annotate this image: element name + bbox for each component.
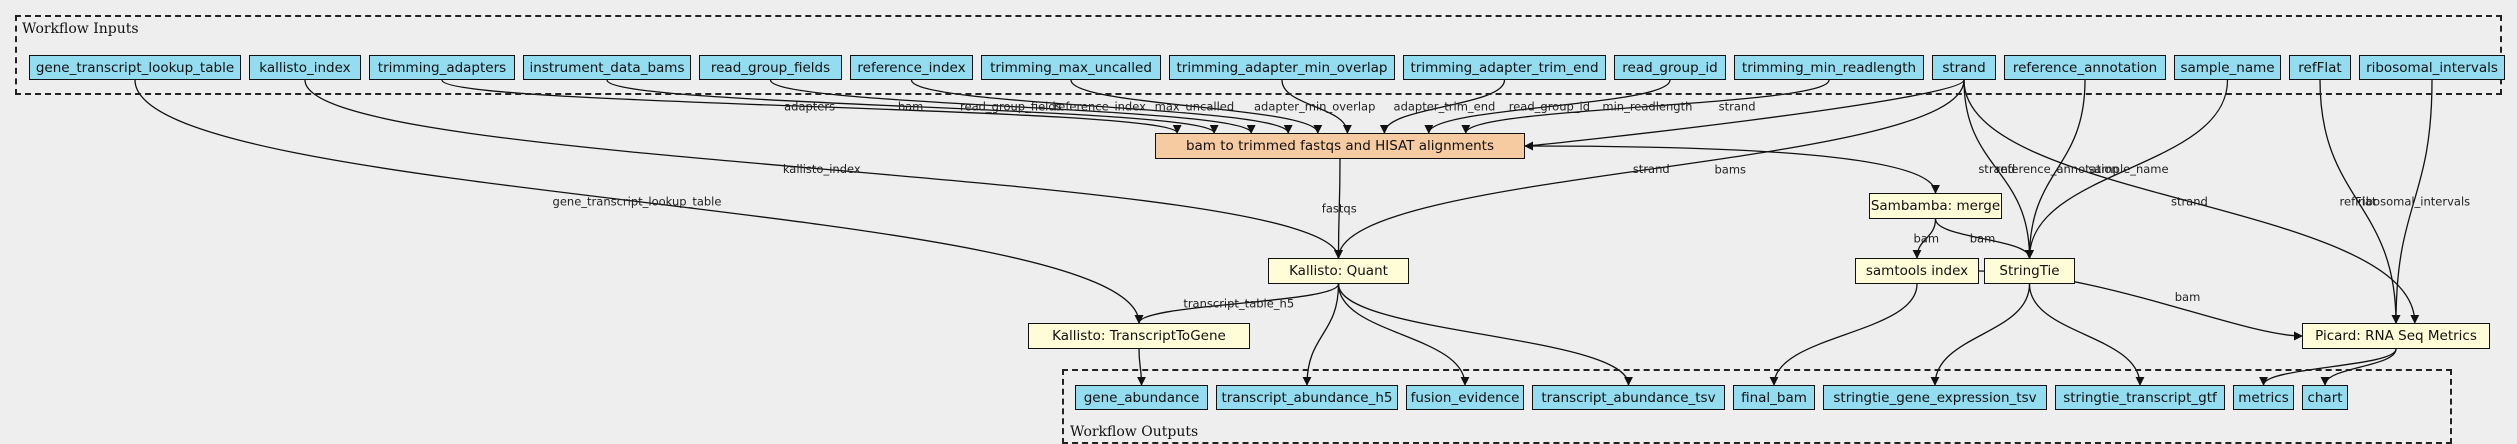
edge-label-12: bams (1714, 163, 1746, 177)
workflow-inputs-label: Workflow Inputs (22, 21, 139, 37)
edge-11 (134, 79, 1144, 324)
edge-15 (1963, 79, 2034, 259)
edge-28 (1337, 283, 1633, 386)
output-final-bam[interactable]: final_bam (1733, 385, 1815, 410)
edge-label-3: reference_index (1054, 100, 1146, 114)
input-reference-index[interactable]: reference_index (850, 55, 973, 80)
edge-label-16: strand (2171, 195, 2208, 209)
step-picard-rnaseq-metrics[interactable]: Picard: RNA Seq Metrics (2302, 323, 2490, 349)
edge-20 (2391, 79, 2433, 324)
edge-label-13: fastqs (1322, 202, 1357, 216)
workflow-outputs-label: Workflow Outputs (1070, 424, 1199, 440)
step-samtools-index[interactable]: samtools index (1855, 258, 1979, 284)
edge-2 (769, 79, 1256, 134)
edge-18 (2025, 79, 2229, 259)
input-gene-transcript-lookup-table[interactable]: gene_transcript_lookup_table (29, 55, 241, 80)
edge-4 (1070, 79, 1323, 134)
edge-label-11: gene_transcript_lookup_table (553, 195, 722, 209)
output-transcript-abundance-tsv[interactable]: transcript_abundance_tsv (1532, 385, 1725, 410)
edge-8 (1461, 79, 1830, 134)
edge-25 (1136, 348, 1146, 386)
edge-label-15: strand (1978, 162, 2015, 176)
input-ribosomal-intervals[interactable]: ribosomal_intervals (2359, 55, 2505, 80)
step-bam-to-trimmed-fastqs[interactable]: bam to trimmed fastqs and HISAT alignmen… (1155, 133, 1525, 159)
input-trimming-max-uncalled[interactable]: trimming_max_uncalled (981, 55, 1161, 80)
edge-label-9: strand (1719, 100, 1756, 114)
input-refflat[interactable]: refFlat (2289, 55, 2351, 80)
input-instrument-data-bams[interactable]: instrument_data_bams (523, 55, 691, 80)
edge-label-4: max_uncalled (1155, 100, 1235, 114)
input-kallisto-index[interactable]: kallisto_index (249, 55, 361, 80)
edge-9 (1524, 79, 1965, 151)
edge-label-23: bam (2175, 290, 2201, 304)
input-trimming-adapter-trim-end[interactable]: trimming_adapter_trim_end (1403, 55, 1606, 80)
output-fusion-evidence[interactable]: fusion_evidence (1406, 385, 1524, 410)
edge-32 (2259, 348, 2397, 386)
output-stringtie-transcript-gtf[interactable]: stringtie_transcript_gtf (2055, 385, 2225, 410)
edge-22 (1934, 218, 2034, 259)
edge-6 (1379, 79, 1506, 134)
edge-label-6: adapter_trim_end (1394, 100, 1496, 114)
edge-27 (1337, 283, 1470, 386)
output-transcript-abundance-h5[interactable]: transcript_abundance_h5 (1216, 385, 1398, 410)
edge-label-7: read_group_id (1509, 100, 1590, 114)
edge-label-5: adapter_min_overlap (1254, 100, 1375, 114)
edge-13 (1334, 158, 1344, 259)
edge-21 (1912, 218, 1937, 259)
edge-24 (1134, 283, 1340, 324)
edge-17 (2025, 79, 2086, 259)
input-sample-name[interactable]: sample_name (2174, 55, 2281, 80)
edge-12 (1524, 145, 1940, 194)
input-read-group-fields[interactable]: read_group_fields (699, 55, 842, 80)
edge-31 (2028, 283, 2145, 386)
edge-label-20: ribosomal_intervals (2358, 195, 2470, 209)
edge-29 (1769, 283, 1918, 386)
edge-label-2: read_group_fields (960, 100, 1062, 114)
step-kallisto-quant[interactable]: Kallisto: Quant (1268, 258, 1409, 284)
edge-33 (2320, 348, 2397, 386)
edge-label-14: strand (1633, 162, 1670, 176)
edge-5 (1281, 79, 1352, 134)
step-stringtie[interactable]: StringTie (1984, 258, 2075, 284)
edge-label-21: bam (1913, 232, 1939, 246)
edge-label-10: kallisto_index (783, 162, 861, 176)
step-sambamba-merge[interactable]: Sambamba: merge (1869, 193, 2002, 219)
edge-16 (1963, 79, 2420, 324)
edge-7 (1424, 79, 1671, 134)
edge-label-8: min_readlength (1602, 100, 1692, 114)
step-kallisto-transcript-to-gene[interactable]: Kallisto: TranscriptToGene (1028, 323, 1250, 349)
output-metrics[interactable]: metrics (2233, 385, 2294, 410)
input-strand[interactable]: strand (1932, 55, 1996, 80)
edge-label-22: bam (1970, 232, 1996, 246)
edge-label-19: refFlat (2340, 195, 2377, 209)
input-read-group-id[interactable]: read_group_id (1614, 55, 1726, 80)
edge-label-17: reference_annotation (1996, 162, 2119, 176)
edge-3 (910, 79, 1293, 134)
edge-19 (2319, 79, 2401, 324)
input-trimming-adapter-min-overlap[interactable]: trimming_adapter_min_overlap (1169, 55, 1395, 80)
edge-1 (606, 79, 1219, 134)
input-reference-annotation[interactable]: reference_annotation (2004, 55, 2166, 80)
output-gene-abundance[interactable]: gene_abundance (1075, 385, 1208, 410)
output-chart[interactable]: chart (2302, 385, 2348, 410)
edge-0 (441, 79, 1182, 134)
output-stringtie-gene-expression-tsv[interactable]: stringtie_gene_expression_tsv (1823, 385, 2047, 410)
input-trimming-min-readlength[interactable]: trimming_min_readlength (1734, 55, 1924, 80)
edge-14 (1334, 79, 1965, 259)
edge-label-1: bam (898, 100, 924, 114)
edge-label-18: sample_name (2088, 162, 2168, 176)
edge-10 (304, 79, 1343, 259)
edge-label-24: transcript_table_h5 (1183, 297, 1294, 311)
input-trimming-adapters[interactable]: trimming_adapters (369, 55, 515, 80)
